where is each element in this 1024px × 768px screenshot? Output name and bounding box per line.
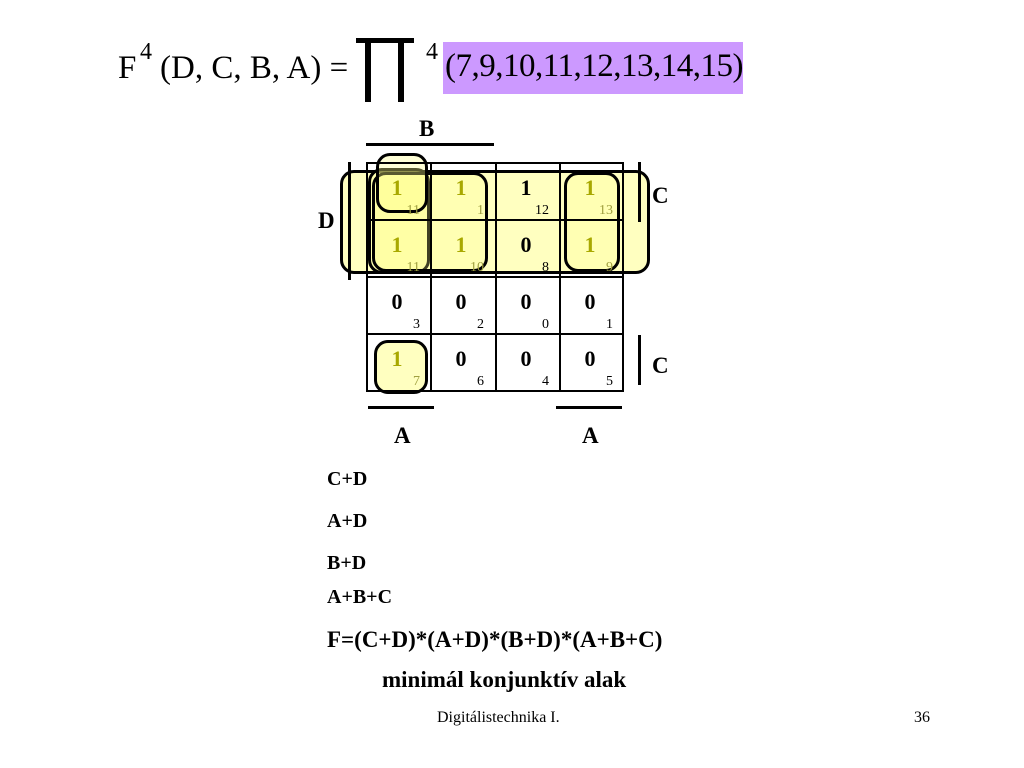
b-bar bbox=[366, 143, 494, 146]
label-c-bottom: C bbox=[652, 353, 669, 378]
cell-value: 1 bbox=[391, 232, 403, 257]
cell-value: 1 bbox=[391, 175, 403, 200]
cell-value: 1 bbox=[584, 175, 596, 200]
cell-value: 0 bbox=[520, 346, 532, 371]
product-symbol-icon bbox=[356, 38, 414, 102]
cell-index: 8 bbox=[542, 260, 549, 275]
cell-value: 0 bbox=[455, 346, 467, 371]
cell-index: 1 bbox=[606, 317, 613, 332]
cell-index: 1 bbox=[477, 203, 484, 218]
c-bar-top bbox=[638, 162, 641, 222]
cell-value: 1 bbox=[455, 175, 467, 200]
cell-index: 3 bbox=[413, 317, 420, 332]
cell-value: 0 bbox=[455, 289, 467, 314]
cell-value: 0 bbox=[584, 346, 596, 371]
loop-col4 bbox=[564, 172, 620, 272]
a-bar-left bbox=[368, 406, 434, 409]
loop-minterm-7 bbox=[374, 340, 428, 394]
cell-value: 1 bbox=[455, 232, 467, 257]
cell-index: 4 bbox=[542, 374, 549, 389]
cell-value: 1 bbox=[520, 175, 532, 200]
cell-value: 0 bbox=[520, 289, 532, 314]
label-a-left: A bbox=[394, 423, 411, 448]
cell-index: 6 bbox=[477, 374, 484, 389]
kmap-grid bbox=[366, 162, 624, 392]
cell-value: 1 bbox=[584, 232, 596, 257]
cell-index: 5 bbox=[606, 374, 613, 389]
cell-value: 1 bbox=[391, 346, 403, 371]
cell-value: 0 bbox=[391, 289, 403, 314]
result-caption: minimál konjunktív alak bbox=[382, 667, 627, 692]
cell-index: 2 bbox=[477, 317, 484, 332]
cell-value: 0 bbox=[520, 232, 532, 257]
a-bar-right bbox=[556, 406, 622, 409]
function-name: F bbox=[118, 50, 137, 86]
cell-index: 10 bbox=[470, 260, 484, 275]
cell-index: 7 bbox=[413, 374, 420, 389]
cell-index: 0 bbox=[542, 317, 549, 332]
label-b: B bbox=[419, 116, 435, 141]
c-bar-bottom bbox=[638, 335, 641, 385]
term-3: B+D bbox=[327, 552, 367, 574]
page-number: 36 bbox=[914, 709, 930, 726]
minterm-highlight bbox=[443, 42, 743, 94]
term-1: C+D bbox=[327, 468, 368, 490]
cell-index: 11 bbox=[406, 260, 420, 275]
minterm-list: (7,9,10,11,12,13,14,15) bbox=[445, 48, 744, 84]
cell-index: 11 bbox=[406, 203, 420, 218]
function-variable-count: 4 bbox=[140, 39, 152, 65]
cell-index: 12 bbox=[535, 203, 549, 218]
footer-title: Digitálistechnika I. bbox=[437, 709, 560, 726]
formula: F 4 (D, C, B, A) = 4 (7,9,10,11,12,13,14… bbox=[0, 0, 1024, 110]
label-d: D bbox=[318, 208, 335, 233]
label-a-right: A bbox=[582, 423, 599, 448]
term-2: A+D bbox=[327, 510, 368, 532]
cell-index: 9 bbox=[606, 260, 613, 275]
result-expression: F=(C+D)*(A+D)*(B+D)*(A+B+C) bbox=[327, 627, 663, 652]
d-bar bbox=[348, 162, 351, 280]
function-arguments: (D, C, B, A) = bbox=[160, 50, 349, 86]
cell-value: 0 bbox=[584, 289, 596, 314]
cell-index: 13 bbox=[599, 203, 613, 218]
product-variable-count: 4 bbox=[426, 39, 438, 65]
label-c-top: C bbox=[652, 183, 669, 208]
term-4: A+B+C bbox=[327, 586, 393, 608]
